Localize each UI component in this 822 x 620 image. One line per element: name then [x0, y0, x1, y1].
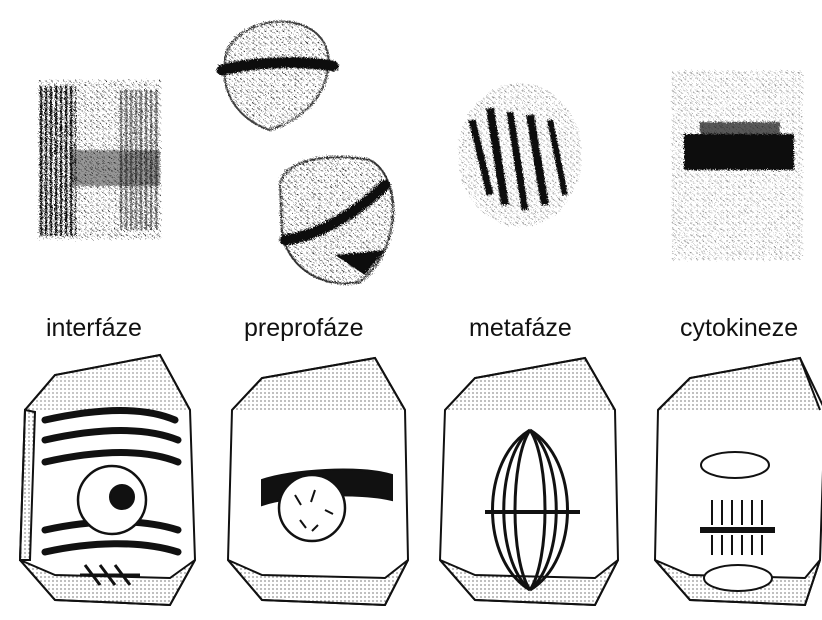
cell-interphase [20, 355, 195, 605]
cell-cytokinesis [655, 358, 822, 605]
cell-preprophase [228, 358, 408, 605]
cell-metaphase [440, 358, 618, 605]
